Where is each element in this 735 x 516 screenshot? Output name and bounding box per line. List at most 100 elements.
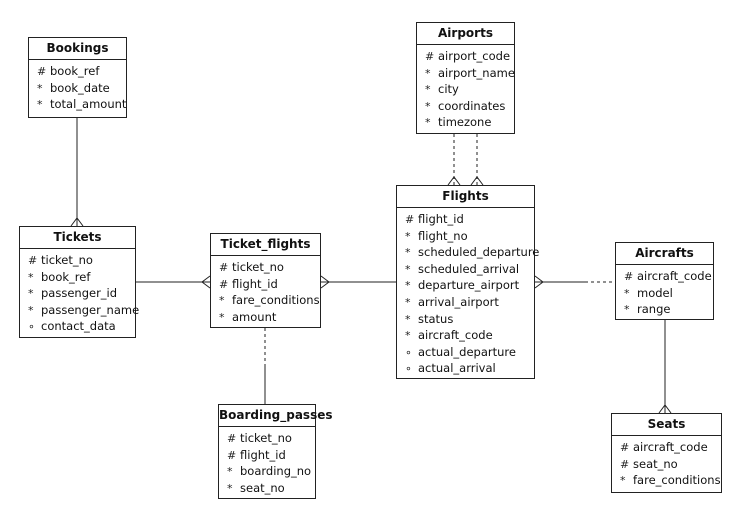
crowfoot-ticketflights-left: [201, 275, 211, 289]
entity-title: Tickets: [20, 227, 135, 249]
entity-title: Boarding_passes: [219, 405, 333, 427]
attribute-marker: #: [624, 270, 634, 283]
entity-ticket-flights[interactable]: Ticket_flights#ticket_no#flight_id*fare_…: [210, 233, 321, 328]
attribute-row: ∘ contact_data: [28, 318, 135, 335]
attribute-name: seat_no: [633, 456, 678, 471]
attribute-row: * aircraft_code: [405, 327, 534, 344]
attribute-name: contact_data: [41, 319, 116, 334]
entity-seats[interactable]: Seats#aircraft_code#seat_no*fare_conditi…: [611, 413, 722, 493]
attribute-row: #aircraft_code: [624, 268, 713, 285]
attribute-marker: #: [37, 65, 47, 78]
crowfoot-flights-right: [534, 275, 544, 289]
attribute-name: flight_id: [232, 276, 278, 291]
attribute-name: aircraft_code: [418, 328, 493, 343]
attribute-row: *timezone: [425, 114, 514, 131]
attribute-row: #airport_code: [425, 48, 514, 65]
attribute-marker: *: [227, 465, 233, 479]
attribute-name: passenger_id: [41, 286, 118, 301]
attribute-list: #airport_code*airport_name*city*coordina…: [417, 45, 515, 131]
attribute-name: fare_conditions: [633, 473, 721, 488]
attribute-marker: #: [620, 457, 630, 471]
attribute-list: #ticket_no*book_ref*passenger_id*passeng…: [20, 249, 139, 335]
attribute-marker: #: [219, 277, 229, 291]
attribute-row: #aircraft_code: [620, 439, 721, 456]
attribute-name: ticket_no: [41, 253, 93, 267]
attribute-name: total_amount: [50, 97, 127, 112]
attribute-marker: *: [405, 295, 411, 309]
attribute-list: #aircraft_code#seat_no*fare_conditions: [612, 436, 721, 489]
attribute-row: *book_date: [37, 80, 126, 97]
attribute-row: #flight_id: [405, 211, 534, 228]
attribute-name: ticket_no: [232, 260, 284, 274]
attribute-name: aircraft_code: [633, 440, 708, 454]
crowfoot-seats-top: [658, 404, 672, 414]
attribute-marker: *: [28, 270, 34, 284]
attribute-row: *departure_airport: [405, 277, 534, 294]
attribute-marker: *: [425, 116, 431, 130]
attribute-name: flight_id: [240, 447, 286, 462]
attribute-name: book_ref: [41, 269, 91, 284]
attribute-name: city: [438, 82, 459, 97]
attribute-list: #book_ref*book_date*total_amount: [29, 60, 126, 113]
entity-aircrafts[interactable]: Aircrafts#aircraft_code*model*range: [615, 242, 714, 320]
entity-bookings[interactable]: Bookings#book_ref*book_date*total_amount: [28, 37, 127, 118]
attribute-marker: ∘: [28, 320, 35, 334]
entity-tickets[interactable]: Tickets#ticket_no*book_ref*passenger_id*…: [19, 226, 139, 338]
entity-title: Flights: [397, 186, 534, 208]
attribute-row: * boarding_no: [227, 463, 315, 480]
attribute-marker: *: [425, 83, 431, 97]
crowfoot-flights-top-1: [447, 176, 461, 186]
attribute-marker: *: [219, 294, 225, 308]
attribute-marker: *: [219, 310, 225, 324]
attribute-name: actual_arrival: [418, 361, 496, 376]
attribute-row: #flight_id: [219, 276, 320, 293]
attribute-marker: *: [405, 229, 411, 243]
entity-airports[interactable]: Airports#airport_code*airport_name*city*…: [416, 22, 515, 134]
attribute-row: *passenger_id: [28, 285, 135, 302]
attribute-row: *coordinates: [425, 98, 514, 115]
attribute-row: * airport_name: [425, 65, 515, 82]
attribute-marker: *: [227, 481, 233, 495]
attribute-name: departure_airport: [418, 278, 520, 293]
attribute-marker: *: [425, 66, 431, 80]
attribute-marker: *: [405, 312, 411, 326]
attribute-row: * book_ref: [28, 269, 135, 286]
attribute-row: *fare_conditions: [219, 292, 320, 309]
attribute-name: flight_no: [418, 228, 468, 243]
attribute-list: #ticket_no#flight_id*fare_conditions*amo…: [211, 256, 320, 325]
attribute-name: airport_name: [438, 65, 515, 80]
attribute-row: * model: [624, 285, 713, 302]
attribute-row: #ticket_no: [219, 259, 320, 276]
attribute-marker: #: [227, 448, 237, 462]
attribute-name: boarding_no: [240, 464, 312, 479]
attribute-row: *scheduled_departure: [405, 244, 539, 261]
attribute-marker: *: [405, 329, 411, 343]
entity-flights[interactable]: Flights#flight_id*flight_no*scheduled_de…: [396, 185, 539, 379]
attribute-marker: *: [405, 246, 411, 260]
attribute-marker: #: [28, 254, 38, 267]
crowfoot-ticketflights-right: [320, 275, 330, 289]
entity-title: Ticket_flights: [211, 234, 320, 256]
attribute-name: scheduled_arrival: [418, 261, 520, 276]
entity-title: Aircrafts: [616, 243, 713, 265]
attribute-marker: *: [620, 474, 626, 488]
attribute-marker: #: [227, 432, 237, 445]
attribute-row: ∘actual_departure: [405, 344, 534, 361]
attribute-name: model: [637, 285, 673, 300]
attribute-row: * amount: [219, 309, 320, 326]
attribute-row: * flight_no: [405, 228, 534, 245]
attribute-name: book_ref: [50, 64, 100, 78]
attribute-marker: *: [624, 286, 630, 300]
attribute-marker: *: [405, 262, 411, 276]
attribute-list: #aircraft_code*model*range: [616, 265, 713, 318]
attribute-row: #seat_no: [620, 456, 721, 473]
attribute-row: *status: [405, 311, 534, 328]
attribute-row: #ticket_no: [28, 252, 135, 269]
attribute-row: * city: [425, 81, 514, 98]
entity-boarding-passes[interactable]: Boarding_passes#ticket_no#flight_id*boar…: [218, 404, 333, 499]
attribute-row: #book_ref: [37, 63, 126, 80]
attribute-marker: #: [620, 441, 630, 454]
attribute-row: *total_amount: [37, 96, 126, 113]
attribute-name: amount: [232, 309, 277, 324]
